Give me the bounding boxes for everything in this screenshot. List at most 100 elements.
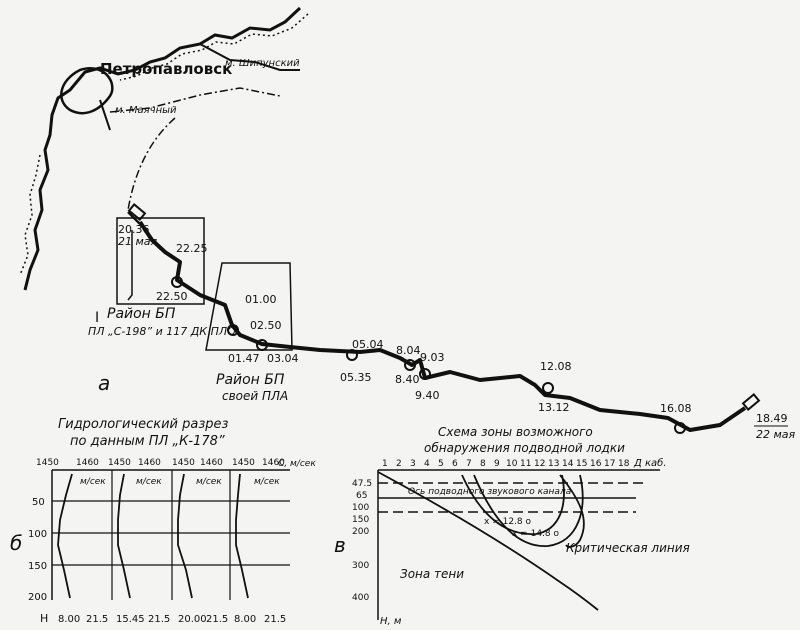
hydro-ms-label: м/сек: [254, 477, 280, 487]
range-tick: 15: [576, 459, 587, 469]
area-2-label: Район БП: [216, 372, 285, 388]
detect-depth-tick: 200: [352, 527, 369, 537]
range-tick: 3: [410, 459, 416, 469]
panel-a-letter: а: [98, 371, 110, 395]
start-date: 21 мая: [118, 235, 158, 248]
range-ticks: 1 2 3 4 5 6 7 8 9 10 11 12 13 14 15 16 1…: [382, 459, 630, 469]
end-ship-symbol: [741, 393, 761, 411]
time-1312: 13.12: [538, 401, 570, 414]
hydro-top-tick: 1450: [108, 458, 131, 468]
zone-curve-2: [473, 474, 584, 547]
area-1-box: [116, 217, 205, 305]
range-tick: 8: [480, 459, 486, 469]
time-804: 8.04: [396, 344, 421, 357]
hydro-top-tick: 1450: [36, 458, 59, 468]
end-date: 22 мая: [756, 428, 796, 441]
detect-title-2: обнаружения подводной лодки: [424, 441, 625, 455]
detect-depth-tick: 150: [352, 515, 369, 525]
range-tick: 1: [382, 459, 388, 469]
marker-0304: [256, 339, 268, 351]
range-tick: 10: [506, 459, 518, 469]
hydro-top-tick: 1460: [76, 458, 99, 468]
time-840: 8.40: [395, 373, 420, 386]
hydro-depth-tick: 50: [32, 497, 45, 508]
detect-depth-tick: 47.5: [352, 479, 372, 489]
area-2-box: [205, 262, 293, 351]
detect-title-1: Схема зоны возможного: [438, 425, 593, 439]
detect-depth-tick: 400: [352, 593, 369, 603]
cape-shipunsky-label: м. Шипунский: [225, 58, 300, 69]
range-tick: 4: [424, 459, 430, 469]
hydro-bottom-label: 21.5: [148, 614, 170, 625]
detection-panel: Схема зоны возможного обнаружения подвод…: [334, 425, 690, 627]
range-tick: 18: [618, 459, 630, 469]
area-1-label: Район БП: [107, 306, 176, 322]
hydro-top-tick: 1460: [138, 458, 161, 468]
profile-4: [235, 473, 249, 599]
marker-0535: [346, 349, 358, 361]
area-1-sublabel: ПЛ „С-198” и 117 ДК ПЛО: [88, 325, 236, 338]
hydro-bottom-label: 15.45: [116, 614, 145, 625]
detect-depth-tick: 65: [356, 491, 367, 501]
profile-1: [57, 473, 73, 599]
track-start: [127, 211, 143, 227]
time-903: 9.03: [420, 351, 445, 364]
range-tick: 5: [438, 459, 444, 469]
hydro-top-tick: 1450: [172, 458, 195, 468]
hydro-title-2: по данным ПЛ „К-178”: [70, 434, 225, 449]
coastline-hatch: [19, 13, 309, 276]
transit-route: [109, 87, 281, 211]
zone-curve-1: [461, 474, 565, 535]
marker-903: [419, 368, 431, 380]
critical-ray: [377, 471, 599, 611]
time-940: 9.40: [415, 389, 440, 402]
x1-label: x = 12.8 о: [484, 517, 531, 527]
time-0100: 01.00: [245, 293, 277, 306]
range-tick: 13: [548, 459, 559, 469]
marker-0147: [227, 324, 239, 336]
range-tick: 17: [604, 459, 615, 469]
area-2-sublabel: своей ПЛА: [222, 389, 288, 403]
hydro-top-tick: 1460: [200, 458, 223, 468]
hydro-top-tick: 1460: [262, 458, 285, 468]
panel-b-letter: б: [10, 531, 22, 555]
hydro-ms-label: м/сек: [136, 477, 162, 487]
hydro-depth-tick: 100: [28, 529, 47, 540]
map-panel: Петропавловск м. Шипунский м. Маячный 20…: [19, 6, 796, 441]
time-2250: 22.50: [156, 290, 188, 303]
marker-1312: [542, 382, 554, 394]
time-0535: 05.35: [340, 371, 372, 384]
hydrology-panel: Гидрологический разрез по данным ПЛ „К-1…: [10, 417, 316, 625]
start-time: 20.36: [118, 223, 150, 236]
range-unit: Д каб.: [633, 457, 667, 469]
time-0147: 01.47: [228, 352, 260, 365]
time-0504: 05.04: [352, 338, 384, 351]
critical-line: [559, 474, 585, 548]
hydro-ms-label: м/сек: [80, 477, 106, 487]
hydro-depth-tick: 200: [28, 592, 47, 603]
profile-3: [177, 473, 193, 599]
time-0304: 03.04: [267, 352, 299, 365]
time-0250: 02.50: [250, 319, 282, 332]
detect-depth-unit: Н, м: [380, 616, 402, 627]
hydro-unit: С, м/сек: [278, 459, 316, 469]
marker-2250: [171, 276, 183, 288]
hydro-bottom-label: 8.00: [58, 614, 80, 625]
cape-mayachny-label: м. Маячный: [115, 105, 177, 116]
hydro-depth-label: Н: [40, 612, 48, 625]
range-tick: 14: [562, 459, 574, 469]
bay-outline: [60, 67, 114, 115]
hydro-title-1: Гидрологический разрез: [58, 417, 229, 432]
range-tick: 16: [590, 459, 602, 469]
bay-entrance: [99, 99, 111, 131]
hydro-bottom-label: 21.5: [264, 614, 286, 625]
detect-depth-tick: 300: [352, 561, 369, 571]
hydro-top-tick: 1450: [232, 458, 255, 468]
coastline: [23, 6, 302, 291]
marker-840: [404, 359, 416, 371]
start-ship-symbol: [127, 203, 147, 221]
track-markers: [171, 276, 686, 434]
hydro-bottom-label: 8.00: [234, 614, 256, 625]
detect-depth-tick: 100: [352, 503, 369, 513]
detect-depth-ticks: 47.5 65 100 150 200 300 400: [352, 479, 372, 603]
